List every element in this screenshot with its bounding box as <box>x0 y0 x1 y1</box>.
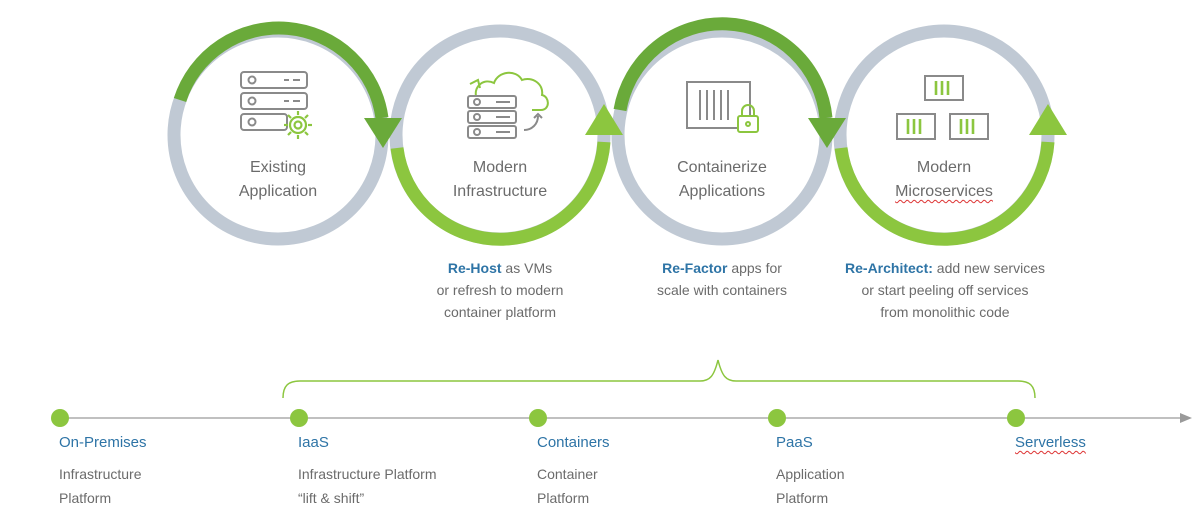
locked-container-icon <box>686 81 759 133</box>
stage-label-line: Containerize <box>677 159 767 176</box>
strategy-rearchitect: Re-Architect: add new services or start … <box>820 257 1070 323</box>
stage-label-line: Modern <box>916 159 972 176</box>
arc-containerize-applications <box>613 17 833 119</box>
microservices-blocks-icon <box>896 75 989 140</box>
stage-label-existing-application: Existing Application <box>178 156 378 204</box>
arrow-down-3 <box>808 118 846 148</box>
arrow-up-2 <box>585 104 623 135</box>
timeline-subtitle-line: “lift & shift” <box>298 490 365 506</box>
timeline-dot-serverless <box>1007 409 1025 427</box>
strategy-line: or refresh to modern <box>436 282 564 298</box>
arc-existing-application <box>173 21 389 119</box>
timeline-subtitle-line: Infrastructure <box>59 466 142 482</box>
strategy-keyword: Re-Architect: <box>845 260 933 276</box>
stage-label-modern-microservices: Modern Microservices <box>844 156 1044 204</box>
stage-label-line: Modern <box>472 159 528 176</box>
cloud-server-icon <box>467 71 549 139</box>
strategy-headline-rest: apps for <box>727 260 782 276</box>
stage-label-line: Applications <box>678 183 766 200</box>
strategy-headline: Re-Factor apps for <box>608 257 836 279</box>
timeline-dot-on-premises <box>51 409 69 427</box>
stage-label-line: Application <box>238 183 318 200</box>
stage-label-modern-infrastructure: Modern Infrastructure <box>400 156 600 204</box>
timeline-title-containers: Containers <box>537 434 610 451</box>
strategy-headline: Re-Host as VMs <box>386 257 614 279</box>
stage-label-line: Microservices <box>895 183 993 200</box>
strategy-line: from monolithic code <box>880 304 1010 320</box>
timeline-subtitle-line: Platform <box>59 490 112 506</box>
timeline-dot-paas <box>768 409 786 427</box>
timeline-subtitle-line: Container <box>537 466 598 482</box>
strategy-keyword: Re-Factor <box>662 260 728 276</box>
timeline-title-on-premises: On-Premises <box>59 434 147 451</box>
strategy-line: scale with containers <box>657 282 787 298</box>
timeline-subtitle-on-premises: Infrastructure Platform <box>59 462 141 510</box>
strategy-headline-rest: add new services <box>932 260 1045 276</box>
timeline-dot-containers <box>529 409 547 427</box>
strategy-headline: Re-Architect: add new services <box>820 257 1070 279</box>
timeline-subtitle-paas: Application Platform <box>776 462 845 510</box>
timeline-subtitle-line: Platform <box>776 490 829 506</box>
strategy-line: or start peeling off services <box>861 282 1029 298</box>
strategy-headline-rest: as VMs <box>501 260 553 276</box>
arrow-down-1 <box>364 118 402 148</box>
timeline-subtitle-line: Platform <box>537 490 590 506</box>
timeline-title-iaas: IaaS <box>298 434 329 451</box>
strategy-line: container platform <box>443 304 557 320</box>
timeline-dot-iaas <box>290 409 308 427</box>
arc-modern-microservices <box>834 141 1055 246</box>
timeline-subtitle-line: Application <box>776 466 845 482</box>
timeline-arrowhead <box>1180 413 1192 423</box>
timeline-subtitle-iaas: Infrastructure Platform “lift & shift” <box>298 462 437 510</box>
strategy-keyword: Re-Host <box>447 260 502 276</box>
arrow-up-4 <box>1029 104 1067 135</box>
timeline-title-serverless: Serverless <box>1015 434 1086 451</box>
stage-label-line: Existing <box>249 159 307 176</box>
timeline-title-paas: PaaS <box>776 434 813 451</box>
timeline-subtitle-line: Infrastructure Platform <box>298 466 437 482</box>
server-gear-icon <box>240 71 312 139</box>
stage-label-containerize-applications: Containerize Applications <box>622 156 822 204</box>
arc-modern-infrastructure <box>390 141 611 246</box>
strategy-refactor: Re-Factor apps for scale with containers <box>608 257 836 301</box>
timeline-range-brace <box>282 359 1036 399</box>
strategy-rehost: Re-Host as VMs or refresh to modern cont… <box>386 257 614 323</box>
timeline-subtitle-containers: Container Platform <box>537 462 598 510</box>
stage-label-line: Infrastructure <box>452 183 548 200</box>
